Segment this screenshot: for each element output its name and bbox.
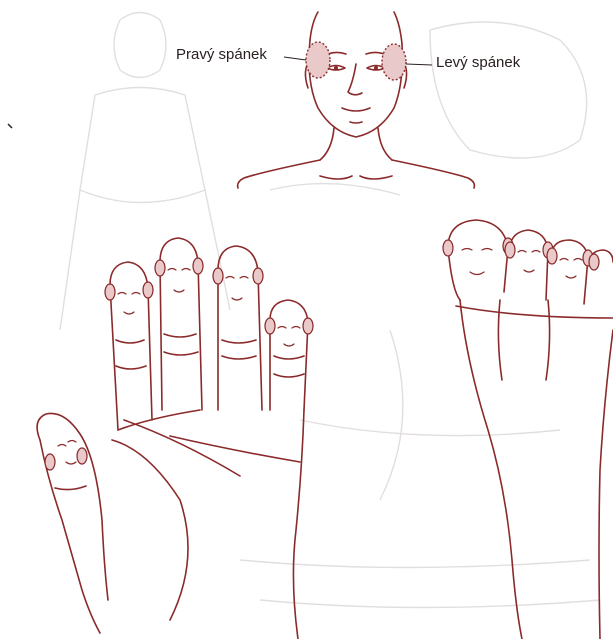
left-temple-marker — [382, 44, 406, 80]
right-temple-label: Pravý spánek — [176, 46, 267, 63]
left-temple-label: Levý spánek — [436, 54, 520, 71]
toe-faces — [462, 249, 582, 279]
right-temple-marker — [306, 42, 330, 78]
temple-markers — [306, 42, 406, 80]
background-figure — [60, 13, 600, 608]
hand-figure — [37, 238, 308, 639]
finger-faces — [58, 269, 300, 465]
stray-mark — [8, 124, 12, 128]
toe-temple-markers — [443, 238, 599, 270]
foot-figure — [448, 220, 613, 639]
head-figure — [238, 12, 475, 188]
